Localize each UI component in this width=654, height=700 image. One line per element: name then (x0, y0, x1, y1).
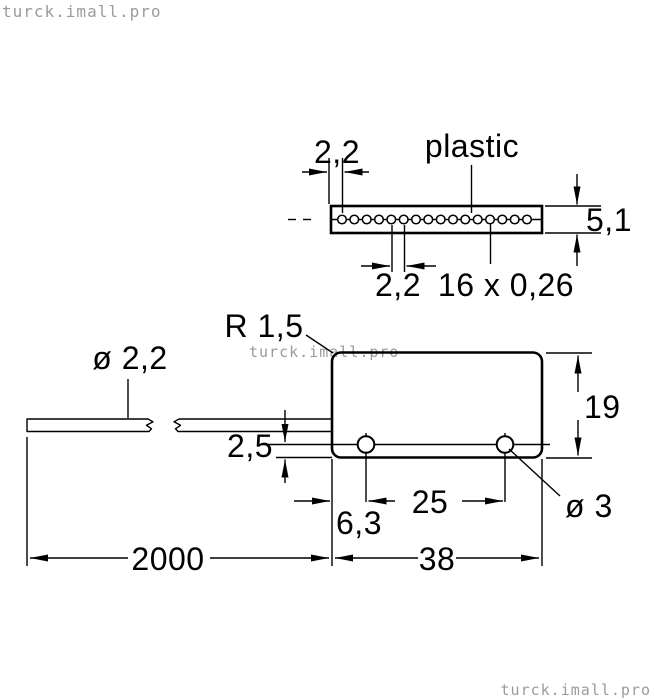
conductor-hole (447, 214, 459, 225)
conductor-hole (484, 214, 496, 225)
sensor-housing-body (330, 351, 544, 459)
top-view: 2,2 plastic 5,1 2,2 16 x 0,26 (288, 128, 632, 303)
watermark-top-left: turck.imall.pro (2, 2, 162, 21)
dim-label-cable-diameter: ø 2,2 (92, 340, 167, 376)
conductor-hole (460, 214, 471, 225)
dim-label-pitch: 2,2 (375, 267, 421, 303)
conductor-hole (398, 214, 409, 225)
dim-label-body-height: 19 (584, 389, 621, 425)
dim-label-hole-from-left: 6,3 (336, 505, 382, 541)
dim-label-hole-diameter: ø 3 (565, 488, 613, 524)
dim-label-hole-spacing: 25 (412, 484, 449, 520)
conductor-hole (497, 214, 508, 225)
conductor-hole (423, 214, 434, 225)
conductor-hole (472, 214, 483, 225)
conductor-hole (349, 214, 360, 225)
dim-label-edge-offset: 2,2 (314, 134, 360, 170)
dim-label-hole-from-bottom: 2,5 (227, 428, 273, 464)
conductor-hole (386, 214, 397, 225)
leader-line (305, 334, 334, 354)
conductors-note-label: 16 x 0,26 (438, 267, 574, 303)
conductor-hole (521, 214, 533, 225)
conductor-hole (435, 214, 446, 225)
conductor-hole (373, 214, 385, 225)
dim-label-thickness: 5,1 (586, 202, 632, 238)
mounting-hole-left (356, 435, 376, 454)
cable-segment-right (173, 418, 333, 433)
conductor-hole (410, 214, 422, 225)
mounting-hole-right (495, 435, 515, 454)
conductor-hole (361, 214, 372, 225)
watermark-center: turck.imall.pro (249, 343, 399, 361)
cable-segment-left (26, 418, 154, 433)
conductor-holes (336, 214, 533, 225)
dim-label-cable-length: 2000 (131, 541, 204, 577)
material-label: plastic (425, 128, 519, 164)
front-view: R 1,5 ø 2,2 2,5 6,3 25 ø 3 19 38 (26, 308, 621, 577)
leader-line (508, 448, 561, 497)
dim-label-corner-radius: R 1,5 (225, 308, 304, 344)
watermark-bottom-right: turck.imall.pro (501, 681, 651, 699)
conductor-hole (336, 214, 348, 225)
dim-label-body-width: 38 (419, 541, 456, 577)
conductor-hole (509, 214, 520, 225)
